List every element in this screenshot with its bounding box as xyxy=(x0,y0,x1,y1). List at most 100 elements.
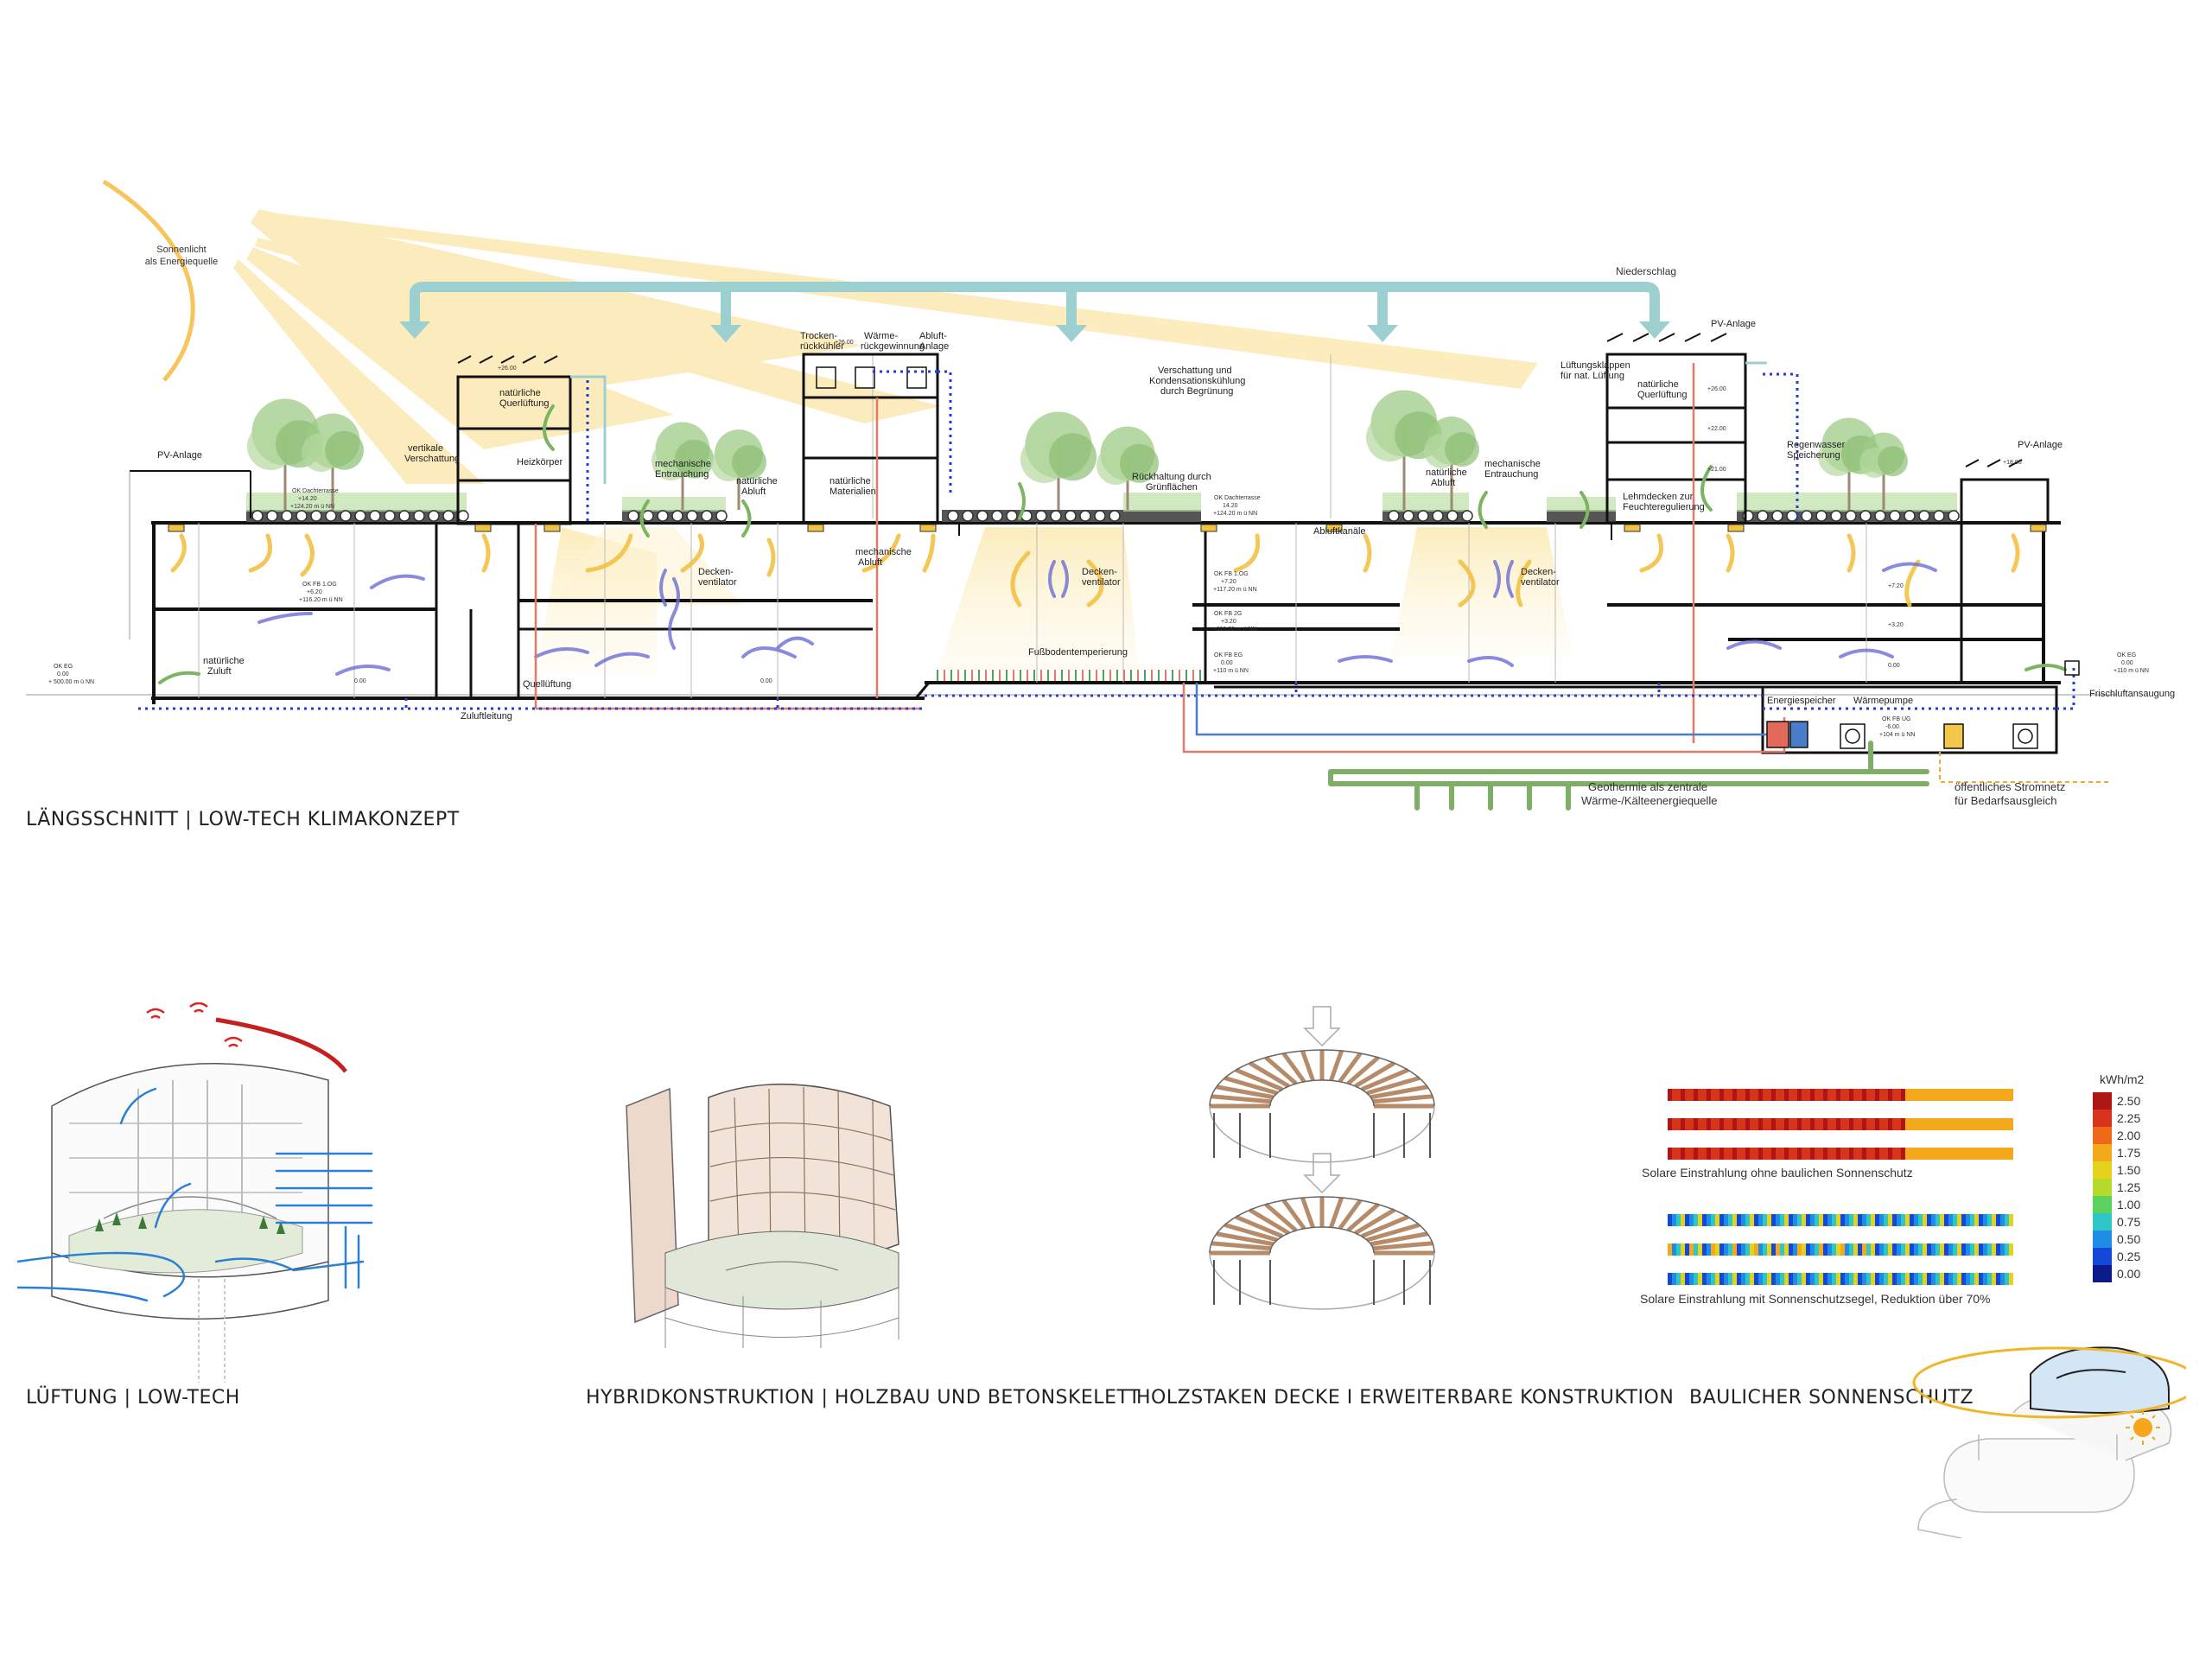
solar-cell xyxy=(1815,1214,1819,1226)
solar-cell xyxy=(1750,1243,1754,1256)
timber-stake xyxy=(1370,1231,1428,1247)
solar-cell xyxy=(1961,1273,1966,1285)
solar-cell xyxy=(1793,1243,1797,1256)
hybrid-caption: HYBRIDKONSTRUKTION | HOLZBAU UND BETONSK… xyxy=(586,1387,1141,1409)
tree-crown xyxy=(1049,433,1096,481)
solar-cell xyxy=(1719,1214,1724,1226)
solar-cell xyxy=(1741,1148,1745,1160)
solar-cell xyxy=(1711,1273,1715,1285)
solar-cell xyxy=(1806,1243,1810,1256)
solar-cell xyxy=(1918,1273,1923,1285)
timber-stake xyxy=(1264,1055,1298,1085)
solar-cell xyxy=(1940,1214,1944,1226)
solar-cell xyxy=(1910,1089,1914,1101)
slab-void xyxy=(1830,510,1842,522)
slab-void xyxy=(642,510,654,522)
slab-void xyxy=(251,510,264,522)
solar-cell xyxy=(1897,1089,1901,1101)
solar-cell xyxy=(1987,1118,1992,1130)
svg-text:OK Dachterrasse: OK Dachterrasse xyxy=(1214,495,1261,501)
solar-cell xyxy=(1754,1243,1758,1256)
solar-cell xyxy=(1957,1273,1961,1285)
slab-void xyxy=(715,510,728,522)
solar-cell xyxy=(1719,1273,1724,1285)
sun-label-1: Sonnenlicht xyxy=(156,245,207,255)
dry-cooler-2: rückkühler xyxy=(800,341,844,352)
timber-stake xyxy=(1224,1076,1278,1096)
timber-stake xyxy=(1346,1202,1380,1232)
solar-cell xyxy=(1672,1273,1676,1285)
solar-cell xyxy=(1810,1148,1815,1160)
solar-cell xyxy=(1672,1089,1676,1101)
solar-cell xyxy=(1724,1243,1728,1256)
solar-cell xyxy=(1702,1214,1707,1226)
solar-cell xyxy=(1866,1089,1871,1101)
tree-crown xyxy=(1878,446,1908,477)
solar-cell xyxy=(1940,1118,1944,1130)
nat-exhaust-left-1: natürliche xyxy=(736,476,778,487)
cross-vent-left-2: Querlüftung xyxy=(499,398,549,409)
cool-pipes xyxy=(570,361,1767,484)
svg-text:OK EG: OK EG xyxy=(2117,652,2136,658)
slab-void xyxy=(1402,510,1414,522)
nat-supply-2: Zuluft xyxy=(207,666,232,677)
timber-stake xyxy=(1338,1052,1363,1084)
fan-1-2: ventilator xyxy=(698,577,737,588)
energy-equipment xyxy=(1766,721,2038,749)
solar-cell xyxy=(1892,1089,1897,1101)
solar-cell xyxy=(1879,1243,1884,1256)
solar-cell xyxy=(1745,1089,1750,1101)
green-airflow xyxy=(158,404,2067,684)
solar-cell xyxy=(1862,1214,1866,1226)
solar-cell xyxy=(1979,1273,1983,1285)
solar-cell xyxy=(1987,1148,1992,1160)
ring-inner-edge xyxy=(1269,1079,1375,1107)
exhaust-ducts-label: Abluftkanäle xyxy=(1313,526,1366,537)
solar-cell xyxy=(1719,1243,1724,1256)
solar-cell xyxy=(1819,1214,1823,1226)
svg-text:+3.20: +3.20 xyxy=(1888,622,1904,628)
solar-cell xyxy=(1780,1243,1784,1256)
timber-stake xyxy=(1370,1084,1428,1100)
mech-smoke-left-2: Entrauchung xyxy=(655,469,709,480)
solar-cell xyxy=(1711,1118,1715,1130)
solar-cell xyxy=(1849,1243,1853,1256)
solar-strips-with xyxy=(1668,1214,2013,1285)
svg-text:14.20: 14.20 xyxy=(1223,503,1238,509)
svg-text:OK FB 2G: OK FB 2G xyxy=(1214,611,1242,617)
solar-cell xyxy=(1789,1089,1793,1101)
solar-cell xyxy=(1797,1243,1802,1256)
solar-cell xyxy=(1858,1214,1862,1226)
solar-cell xyxy=(1815,1148,1819,1160)
solar-cell xyxy=(2009,1118,2013,1130)
solar-cell xyxy=(1888,1214,1892,1226)
solar-cell xyxy=(1750,1118,1754,1130)
solar-cell xyxy=(1944,1243,1948,1256)
left-tower xyxy=(456,355,572,525)
solar-cell xyxy=(1694,1148,1698,1160)
solar-cell xyxy=(2000,1243,2005,1256)
exhaust-plant-1: Abluft- xyxy=(919,331,947,341)
solar-cell xyxy=(1910,1243,1914,1256)
svg-text:+110 m ü NN: +110 m ü NN xyxy=(1213,668,1249,674)
solar-cell xyxy=(1901,1089,1905,1101)
solar-cell xyxy=(1711,1214,1715,1226)
solar-cell xyxy=(1802,1273,1806,1285)
solar-cell xyxy=(1694,1214,1698,1226)
timber-stake xyxy=(1249,1208,1290,1236)
slab-void xyxy=(369,510,381,522)
solar-cell xyxy=(1676,1148,1681,1160)
ring-front-edge xyxy=(1209,1252,1435,1310)
solar-cell xyxy=(1745,1243,1750,1256)
solar-cell xyxy=(1763,1214,1767,1226)
slab-void xyxy=(1094,510,1106,522)
vent-flaps-2: für nat. Lüftung xyxy=(1560,371,1624,381)
timber-stake xyxy=(1300,1050,1315,1082)
solar-cell xyxy=(1758,1214,1763,1226)
solar-cell xyxy=(1767,1273,1771,1285)
solar-cell xyxy=(1724,1273,1728,1285)
solar-cell xyxy=(1784,1148,1789,1160)
solar-cell xyxy=(1884,1148,1888,1160)
clay-ceiling-1: Lehmdecken zur xyxy=(1623,492,1694,502)
